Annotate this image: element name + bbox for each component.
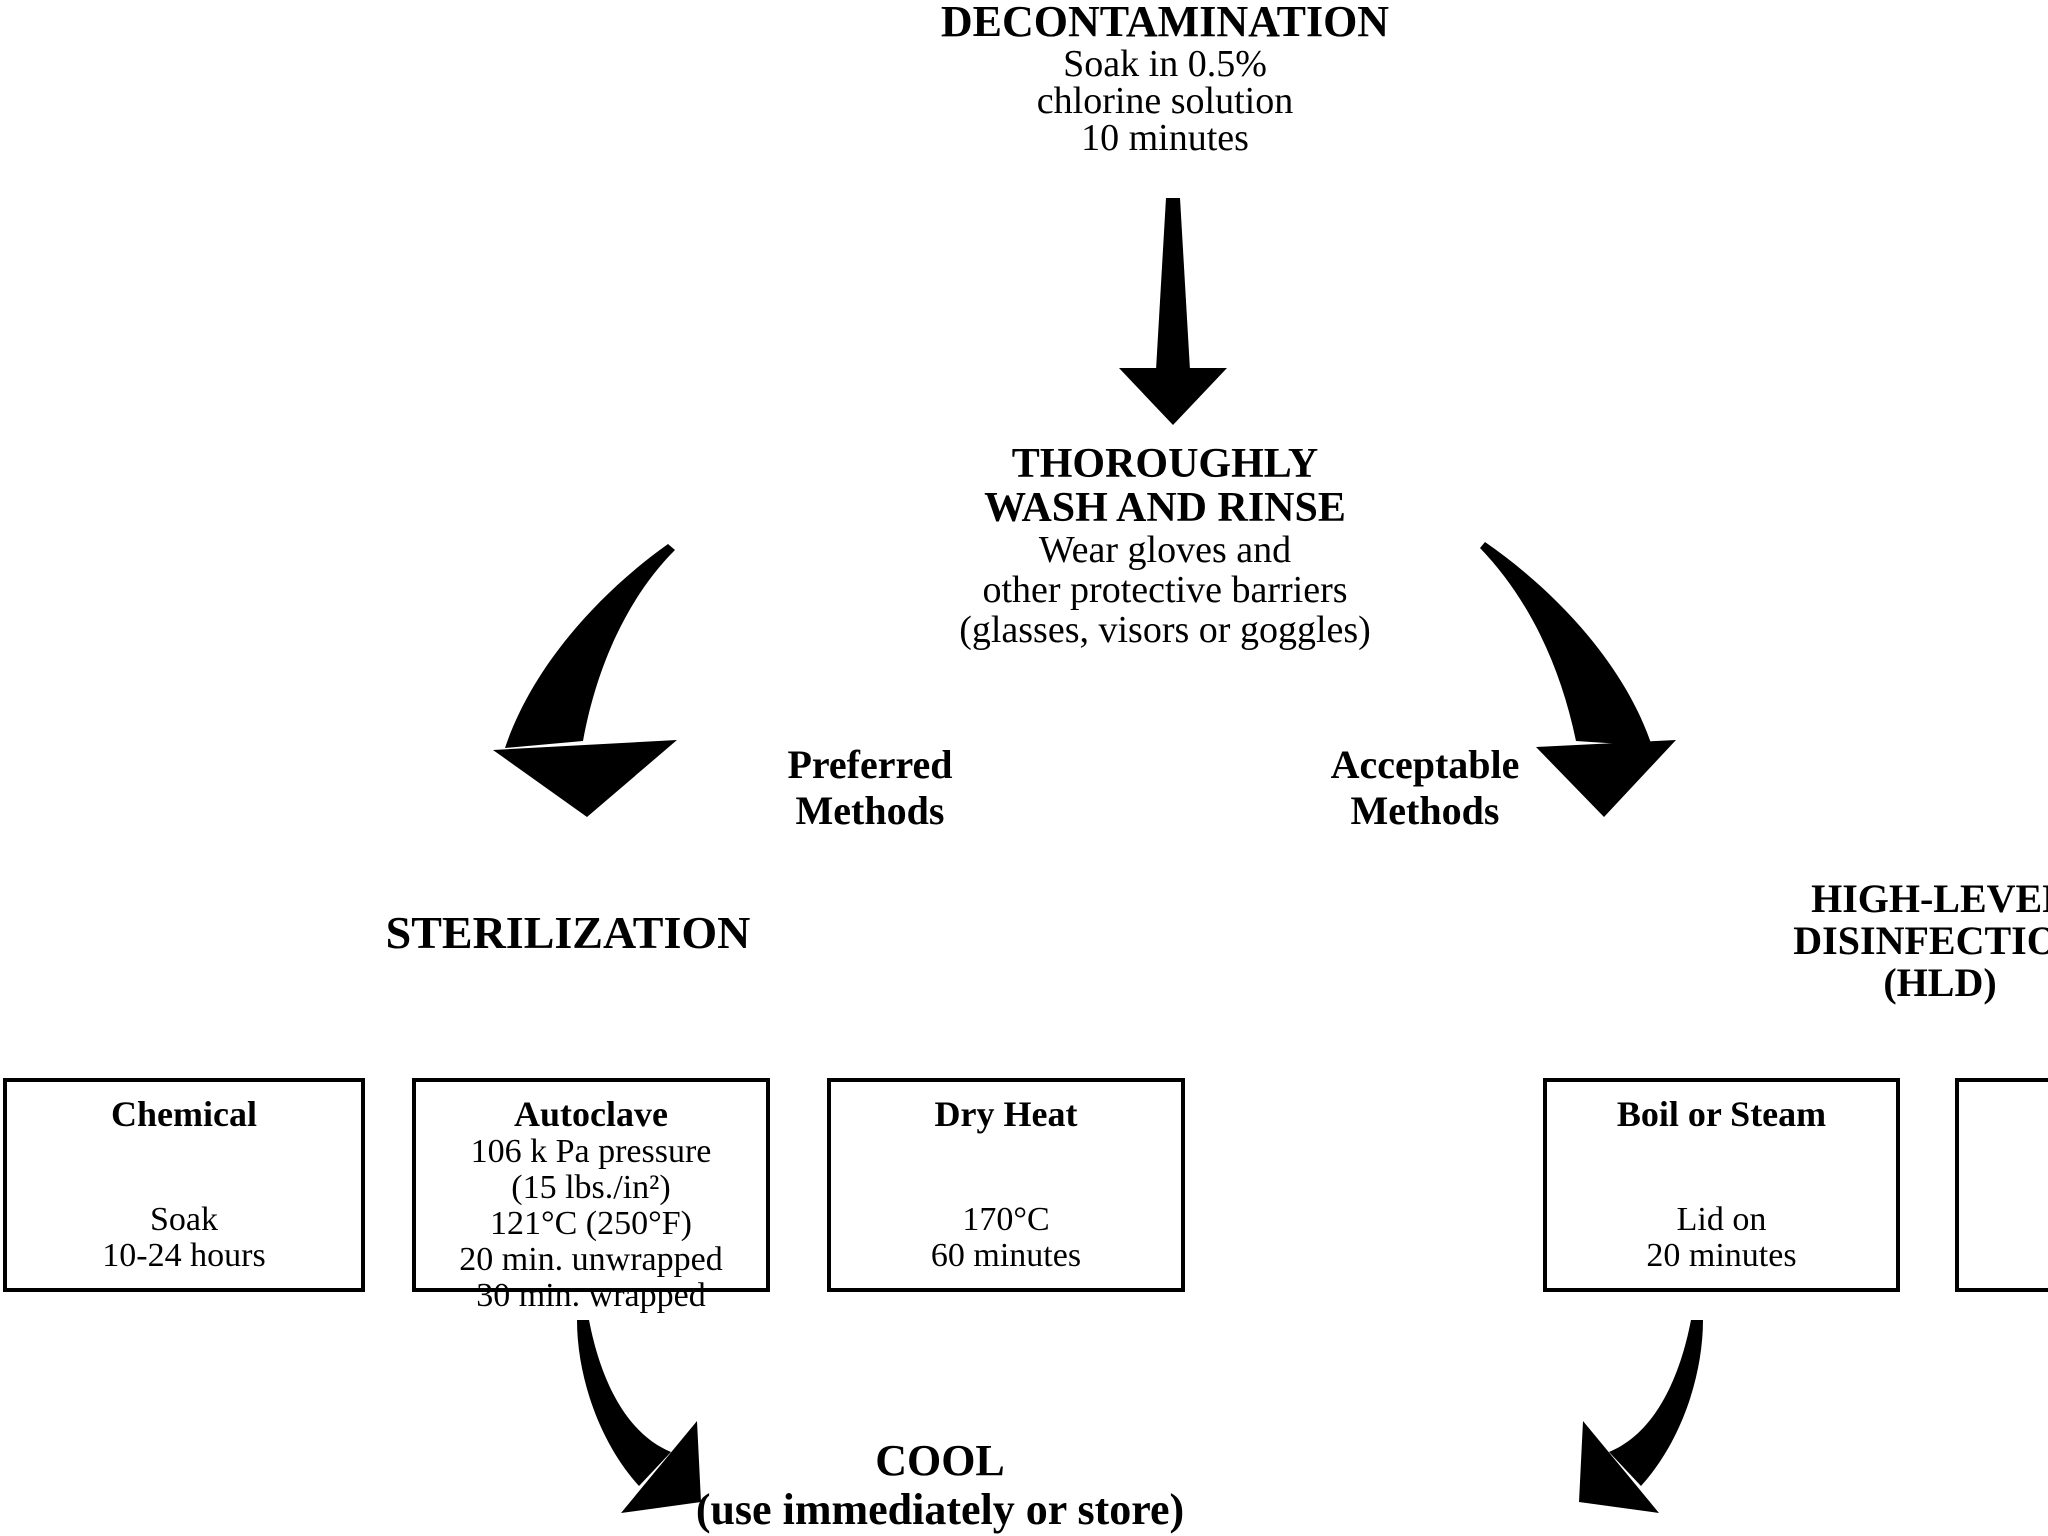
- method-box-title: Chemical: [111, 1094, 257, 1134]
- method-box-line: 60 minutes: [930, 1237, 1082, 1274]
- method-box-line: 10-24 hours: [102, 1237, 266, 1274]
- method-box-line: (15 lbs./in²): [511, 1169, 671, 1206]
- method-box-line: 20 minutes: [1646, 1237, 1797, 1274]
- hld-title-line: DISINFECTION: [1793, 918, 2048, 963]
- decontamination-line: Soak in 0.5%: [1063, 43, 1267, 85]
- wash-line: (glasses, visors or goggles): [959, 609, 1371, 651]
- acceptable-line: Methods: [1350, 788, 1500, 833]
- curved-arrow-cool-left-icon: [577, 1320, 701, 1513]
- method-box-autoclave: Autoclave 106 k Pa pressure (15 lbs./in²…: [412, 1078, 770, 1314]
- method-box-line: 170°C: [962, 1201, 1050, 1238]
- sterilization-title: STERILIZATION: [385, 907, 751, 958]
- acceptable-methods-label: Acceptable Methods: [1215, 742, 1635, 834]
- method-box-title: Autoclave: [514, 1094, 668, 1134]
- curved-arrow-cool-right-icon: [1579, 1320, 1703, 1513]
- acceptable-line: Acceptable: [1330, 742, 1520, 787]
- method-box-line: Soak: [150, 1201, 218, 1238]
- preferred-line: Methods: [795, 788, 945, 833]
- hld-title: HIGH-LEVEL DISINFECTION (HLD): [1690, 878, 2048, 1004]
- down-arrow-icon: [1119, 198, 1227, 425]
- method-box-boil-or-steam: Boil or Steam Lid on 20 minutes: [1543, 1078, 1900, 1292]
- decontamination-line: chlorine solution: [1036, 80, 1294, 122]
- method-box-title: Dry Heat: [934, 1094, 1078, 1134]
- cool-block: COOL (use immediately or store): [540, 1436, 1340, 1534]
- wash-line: Wear gloves and: [1038, 529, 1292, 571]
- method-box-line: 121°C (250°F): [490, 1205, 692, 1242]
- method-box-chemical-sterilization: Chemical Soak 10-24 hours: [3, 1078, 365, 1292]
- decontamination-line: 10 minutes: [1081, 117, 1249, 159]
- method-box-line: Lid on: [1676, 1201, 1767, 1238]
- hld-title-line: (HLD): [1883, 960, 1997, 1005]
- hld-title-line: HIGH-LEVEL: [1811, 876, 2048, 921]
- wash-title-line: THOROUGHLY: [1011, 441, 1319, 487]
- decontamination-title: DECONTAMINATION: [940, 0, 1390, 46]
- wash-title-line: WASH AND RINSE: [984, 485, 1346, 531]
- curved-arrow-left-branch-icon: [493, 544, 677, 817]
- curved-arrow-right-branch-icon: [1480, 542, 1676, 817]
- method-box-dry-heat: Dry Heat 170°C 60 minutes: [827, 1078, 1185, 1292]
- method-box-title: Boil or Steam: [1616, 1094, 1827, 1134]
- method-box-chemical-hld-clipped: Chemical 20 minutes: [1955, 1078, 2048, 1292]
- wash-line: other protective barriers: [982, 569, 1348, 611]
- method-box-line: 106 k Pa pressure: [470, 1133, 712, 1170]
- method-box-line: 30 min. wrapped: [476, 1277, 706, 1314]
- cool-subtitle: (use immediately or store): [695, 1485, 1185, 1534]
- preferred-methods-label: Preferred Methods: [660, 742, 1080, 834]
- decontamination-block: DECONTAMINATION Soak in 0.5% chlorine so…: [665, 0, 1665, 157]
- method-box-line: 20 min. unwrapped: [459, 1241, 723, 1278]
- wash-rinse-block: THOROUGHLY WASH AND RINSE Wear gloves an…: [665, 442, 1665, 650]
- cool-title: COOL: [875, 1436, 1005, 1485]
- preferred-line: Preferred: [787, 742, 953, 787]
